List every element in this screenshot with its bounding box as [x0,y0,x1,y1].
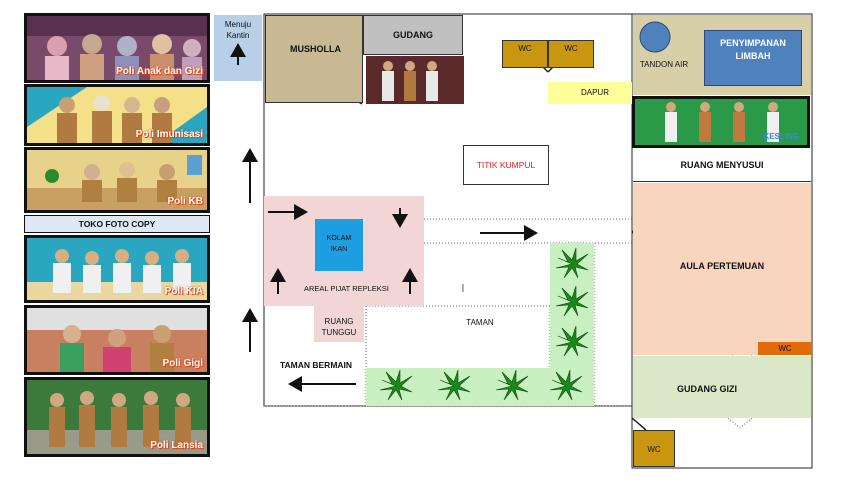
poli-kb-label: Poli KB [167,196,203,207]
kesling-photo: KESLING [632,96,810,148]
areal-pijat-label: AREAL PIJAT REPLEKSI [304,284,389,293]
aula-pertemuan: AULA PERTEMUAN [633,183,811,355]
menuju-kantin-label: Menuju Kantin [224,20,252,40]
gudang-label: GUDANG [393,30,433,40]
kolam-ikan-label: KOLAM IKAN [326,235,352,253]
poli-kb-photo: Poli KB [24,147,210,213]
ruang-tunggu-label: RUANG TUNGGU [321,317,357,337]
penyimpanan-limbah: PENYIMPANAN LIMBAH [704,30,802,86]
ruang-tunggu: RUANG TUNGGU [314,306,364,342]
gudang: GUDANG [363,15,463,55]
taman-bermain-label: TAMAN BERMAIN [279,360,353,370]
poli-gigi-photo: Poli Gigi [24,305,210,375]
palm-tree-icon [549,369,583,401]
taman-label-box: TAMAN [440,318,520,334]
toko-foto-copy-label: TOKO FOTO COPY [78,219,156,229]
staff-group-image [27,238,207,300]
palm-tree-icon [555,325,589,357]
taman-label: TAMAN [466,318,494,327]
toko-foto-copy: TOKO FOTO COPY [24,215,210,233]
wc-label: WC [647,445,661,454]
staff-group-image [27,16,207,80]
tandon-air-label: TANDON AIR [639,60,689,69]
staff-group-image [27,150,207,210]
gudang-gizi: GUDANG GIZI [633,356,811,418]
gudang-gizi-label: GUDANG GIZI [677,384,737,394]
kesling-label: KESLING [763,132,799,141]
wc-label: WC [518,44,532,53]
wc-label: WC [564,44,578,53]
ruang-menyusui-label: RUANG MENYUSUI [680,160,764,170]
dapur: DAPUR [548,82,632,104]
staff-group-image [27,380,207,454]
poli-anak-dan-gizi-label: Poli Anak dan Gizi [116,66,203,77]
penyimpanan-limbah-label: PENYIMPANAN LIMBAH [720,38,786,61]
musholla-label: MUSHOLLA [290,44,341,54]
staff-group-image [366,56,464,104]
ruang-menyusui: RUANG MENYUSUI [633,150,811,182]
poli-imunisasi-photo: Poli Imunisasi [24,84,210,146]
aula-pertemuan-label: AULA PERTEMUAN [679,261,765,271]
poli-imunisasi-label: Poli Imunisasi [135,129,203,140]
poli-gigi-label: Poli Gigi [162,358,203,369]
palm-tree-icon [555,247,589,279]
musholla: MUSHOLLA [265,15,363,103]
taman-bermain: TAMAN BERMAIN [268,360,364,376]
palm-tree-icon [379,369,413,401]
palm-tree-icon [555,285,589,317]
wc-bottom-right: WC [633,430,675,467]
wc-aula: WC [758,342,812,355]
poli-lansia-photo: Poli Lansia [24,377,210,457]
gudang-staff-photo [366,56,464,104]
titik-kumpul-label: TITIK KUMPUL [476,160,536,170]
wc-label: WC [778,344,792,353]
staff-group-image [635,99,807,145]
staff-group-image [27,87,207,143]
water-tank-icon [639,21,671,53]
wc-top-right: WC [548,40,594,68]
poli-kia-label: Poli KIA [164,286,203,297]
garden-strip-horizontal [366,368,594,406]
poli-kia-photo: Poli KIA [24,235,210,303]
kolam-ikan: KOLAM IKAN [315,219,363,271]
titik-kumpul: TITIK KUMPUL [463,145,549,185]
palm-tree-icon [437,369,471,401]
wc-top-left: WC [502,40,548,68]
staff-group-image [27,308,207,372]
poli-lansia-label: Poli Lansia [150,440,203,451]
dapur-label: DAPUR [580,88,609,97]
palm-tree-icon [495,369,529,401]
poli-anak-dan-gizi-photo: Poli Anak dan Gizi [24,13,210,83]
